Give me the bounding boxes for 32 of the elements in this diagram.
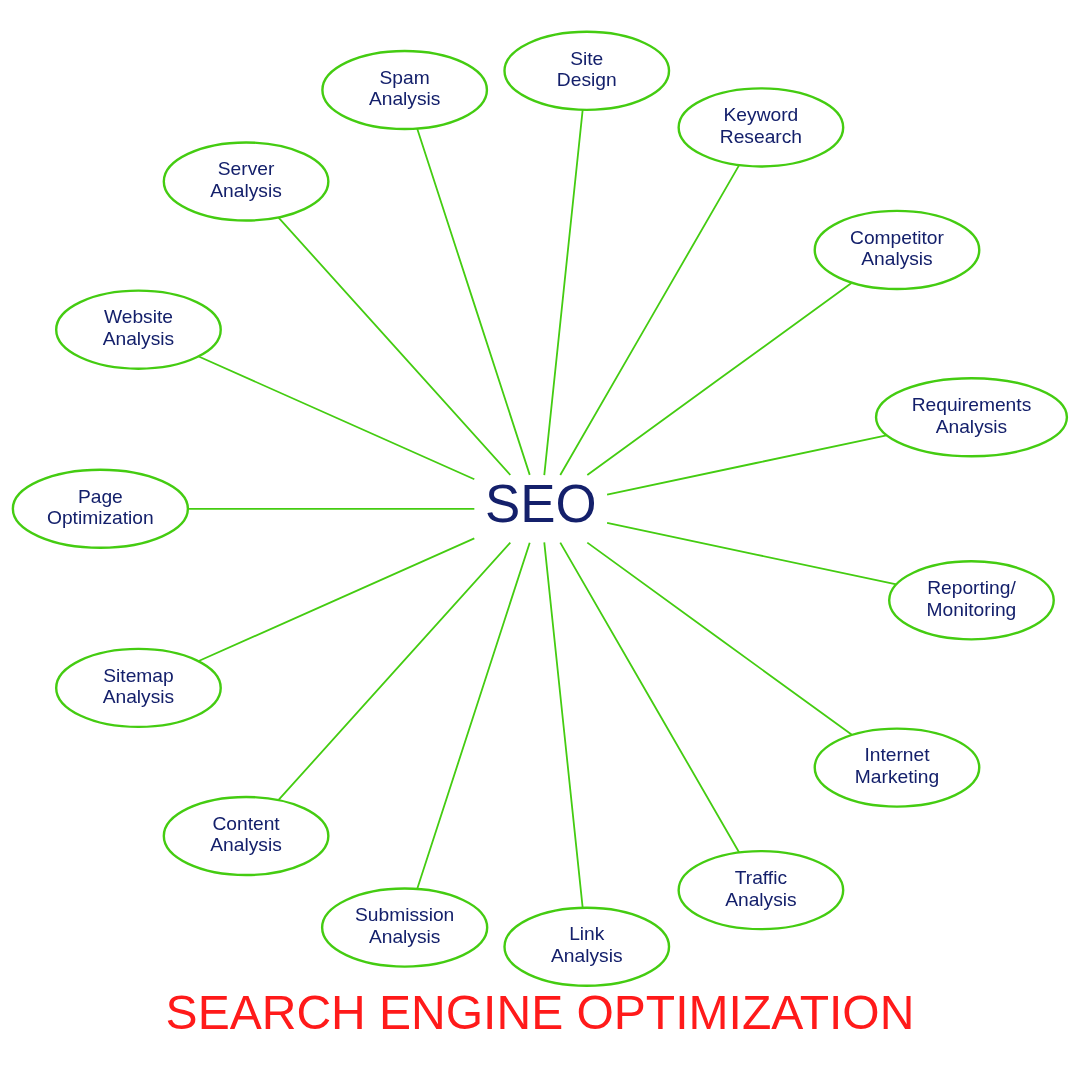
node-ellipse: Competitor Analysis [813,209,981,291]
node-ellipse: Keyword Research [677,87,845,168]
node-ellipse: Reporting/ Monitoring [888,560,1055,641]
node-ellipse: Traffic Analysis [677,849,845,931]
node-ellipse: Requirements Analysis [874,377,1069,458]
node-ellipse: Spam Analysis [321,49,489,131]
connector [543,541,584,909]
node-ellipse: Website Analysis [55,289,222,370]
connector [186,507,476,510]
diagram-title: SEARCH ENGINE OPTIMIZATION [165,985,915,1039]
connector [197,537,476,662]
connector [416,127,531,476]
node-ellipse: Site Design [503,30,671,112]
node-ellipse: Internet Marketing [813,727,981,808]
node-ellipse: Sitemap Analysis [55,647,222,729]
connector [197,355,476,481]
connector [277,541,512,801]
node-ellipse: Content Analysis [162,795,330,877]
connector [277,216,512,476]
connector [416,541,531,890]
connector [559,541,741,854]
connector [543,108,584,477]
connector [606,434,888,496]
node-ellipse: Server Analysis [162,141,330,222]
node-ellipse: Link Analysis [503,906,671,987]
connector [606,522,898,586]
node-text: SEO [484,474,597,534]
connector [586,282,853,476]
connector [586,541,853,736]
node-ellipse: Submission Analysis [320,887,489,968]
connector [559,164,741,476]
node-ellipse: Page Optimization [11,468,190,549]
